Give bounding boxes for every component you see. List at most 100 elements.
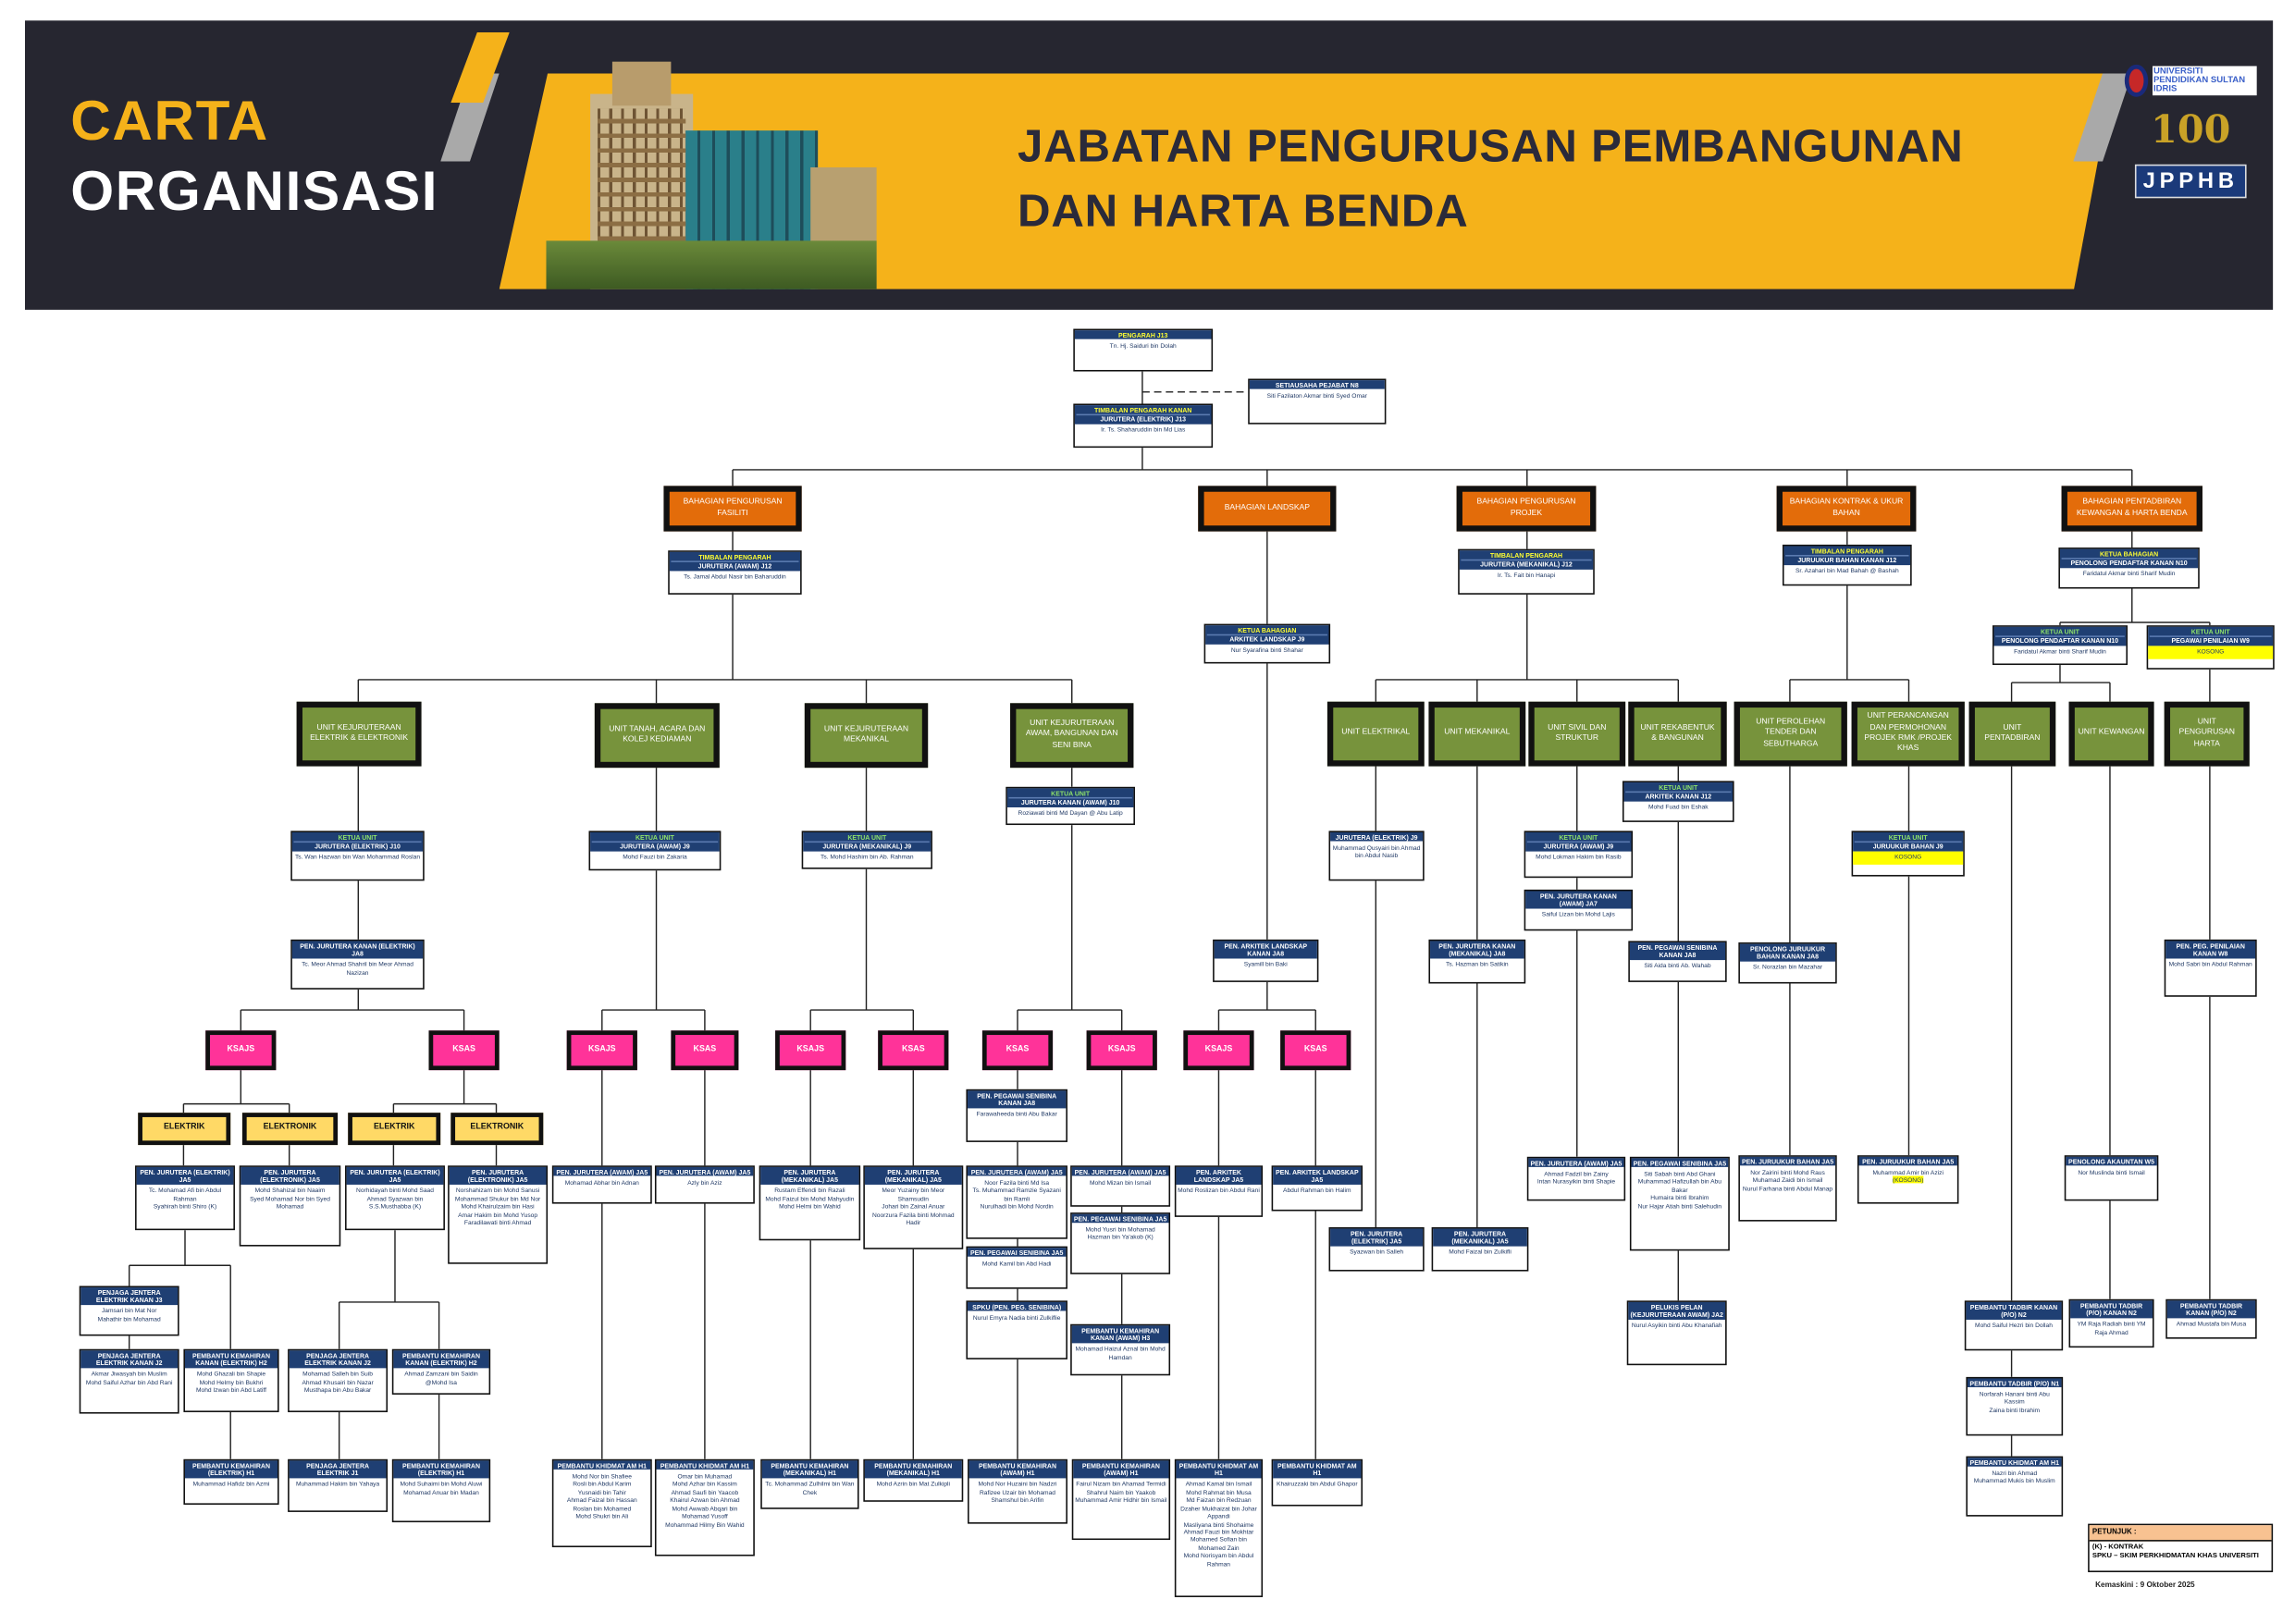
holder-name-line: Mohd Faizul bin Mohd Mahyudin (762, 1195, 858, 1203)
holder-name-line: Tc. Meor Ahmad Shahril bin Meor Ahmad Na… (293, 960, 421, 976)
holder-name: Ahmad Fadzil bin Zainy (1544, 1170, 1609, 1177)
position-title: PEN. JURUTERA (ELEKTRIK) JA5 (1351, 1229, 1403, 1245)
position-title: PEMBANTU KHIDMAT AM H1 (1178, 1461, 1259, 1477)
holder-name-line: Nurulhadi bin Mohd Nordin (969, 1203, 1065, 1212)
position-holders: Ahmad Zamzani bin Saidin @Mohd Isa (393, 1368, 488, 1389)
holder-name: Nur Hajar Atiah binti Salehudin (1637, 1201, 1722, 1210)
holder-name: Zaina binti Ibrahim (1989, 1406, 2041, 1414)
holder-name: Mohamad Haizul Aznal bin Mohd Hamdan (1075, 1345, 1166, 1360)
holder-name-line: Roslan bin Mohamed (555, 1505, 649, 1513)
position-label: KETUA UNIT (804, 833, 930, 843)
position-title: PEN. JURUUKUR BAHAN JA5 (1862, 1157, 1955, 1165)
holder-name-line: Ahmad Fadzil bin Zainy (1530, 1170, 1623, 1178)
holder-name-line: Mohd Norisyam bin Abdul Rahman (1178, 1552, 1260, 1568)
position-header: PEN. JURUTERA (ELEKTRONIK) JA5 (449, 1166, 547, 1185)
holder-name-line: Mohd Ghazali bin Shapie (187, 1370, 277, 1378)
position-holders: Mohd Mizan bin Ismail (1072, 1176, 1169, 1189)
position-title: SETIAUSAHA PEJABAT N8 (1275, 381, 1359, 388)
holder-name: Syahirah binti Shiro (K) (153, 1202, 217, 1211)
holder-name-line: Tc. Mohamad Afi bin Abdul Rahman (138, 1187, 232, 1202)
unit-box-label: UNIT TANAH, ACARA DAN KOLEJ KEDIAMAN (609, 724, 706, 744)
holder-name: Norfarah Hanani binti Abu Kassim (1979, 1390, 2050, 1406)
position-title: JURUTERA (AWAM) J9 (1543, 842, 1614, 850)
position-header: PEN. JURUTERA (AWAM) JA5 (968, 1166, 1067, 1177)
holder-name: Faridatul Akmar binti Sharif Mudin (2014, 647, 2106, 656)
section-box: KSAS (671, 1030, 739, 1071)
holder-name-line: Rosli bin Abdul Karim (555, 1481, 649, 1489)
holder-name-line: Nur Hajar Atiah binti Salehudin (1633, 1202, 1727, 1211)
holder-name: Tn. Hj. Saiduri bin Dolah (1109, 341, 1177, 350)
holder-name-line: Saiful Lizan bin Mohd Lajis (1527, 911, 1630, 919)
section-box: KSAJS (566, 1030, 637, 1071)
holder-name: Nurul Asyikin binti Abu Khanafiah (1631, 1321, 1722, 1329)
holder-name: Hazman bin Ya'akob (K) (1087, 1234, 1154, 1241)
position-holders: Syamill bin Baki (1215, 958, 1317, 971)
position-header: PEN. PEGAWAI SENIBINA KANAN JA8 (968, 1090, 1067, 1109)
position-header: PEMBANTU KEMAHIRAN (MEKANIKAL) H1 (761, 1460, 858, 1479)
vacant-label: (KOSONG) (1892, 1176, 1924, 1185)
holder-name-line: Muhammad Amir bin Azizi (1860, 1168, 1956, 1176)
unit-box-label: UNIT SIVIL DAN STRUKTUR (1548, 723, 1607, 744)
position-title: PEMBANTU KHIDMAT AM H1 (557, 1461, 647, 1470)
holder-name: Muhammad Mukis bin Muslim (1973, 1477, 2055, 1485)
holder-name: Abdul Rahman bin Halim (1283, 1186, 1351, 1194)
position-holders: Farawaheeda binti Abu Bakar (968, 1108, 1066, 1121)
unit-box-label: UNIT PEROLEHAN TENDER DAN SEBUTHARGA (1756, 718, 1826, 748)
section-box: KSAS (878, 1030, 949, 1071)
holder-name: Jamsari bin Mat Nor (101, 1307, 157, 1315)
holder-name-line: Zaina binti Ibrahim (1969, 1406, 2060, 1414)
holder-name-line: KOSONG (1855, 854, 1962, 862)
holder-name: Nazri bin Ahmad (1992, 1469, 2038, 1477)
position-holders: Siti Fazilaton Akmar binti Syed Omar (1250, 389, 1385, 402)
holder-name: Azly bin Aziz (687, 1178, 722, 1187)
legend-item: (K) - KONTRAK (2091, 1544, 2144, 1552)
holder-name-line: Nor Muslinda binti Ismail (2067, 1168, 2155, 1176)
position-header: PEMBANTU KEMAHIRAN (ELEKTRIK) H1 (184, 1460, 278, 1479)
division-box-label: BAHAGIAN PENGURUSAN PROJEK (1476, 498, 1576, 518)
holder-name-line: Akmar Jiwasyah bin Muslim (82, 1370, 177, 1378)
holder-name-line: Ahmad Fauzi bin Mokhtar (1178, 1528, 1260, 1536)
holder-name-line: Syahirah binti Shiro (K) (138, 1202, 232, 1211)
section-box-label: KSAS (1303, 1044, 1327, 1054)
section-box: KSAJS (1183, 1030, 1254, 1071)
holder-name: Mohd Sabri bin Abdul Rahman (2168, 960, 2252, 968)
section-box: KSAJS (205, 1030, 277, 1071)
position-header: PEN. JURUTERA (MEKANIKAL) JA5 (1433, 1228, 1527, 1247)
unit-box: UNIT PERANCANGAN DAN PERMOHONAN PROJEK R… (1851, 701, 1965, 767)
holder-name-line: Humaira binti Ibrahim (1633, 1194, 1727, 1202)
holder-name-line: Amar Hakim bin Mohd Yusop (450, 1211, 545, 1219)
holder-name-line: Abdul Rahman bin Halim (1275, 1187, 1360, 1195)
holder-name-line: Mohd Nor Huzaini bin Nadzri (970, 1480, 1065, 1488)
position-holders: Ts. Wan Hazwan bin Wan Mohammad Roslan (292, 851, 423, 864)
category-box-label: ELEKTRIK (164, 1123, 205, 1133)
holder-name-line: Mohd Kamil bin Abd Hadi (969, 1260, 1065, 1268)
holder-name: Ahmad Saufi bin Yaacob (671, 1488, 739, 1496)
position-header: PEN. JURUTERA (AWAM) JA5 (656, 1166, 754, 1177)
section-box-label: KSAJS (587, 1044, 616, 1054)
holder-name-line: Sr. Norazlan bin Mazahar (1742, 964, 1834, 972)
holder-name-line: Faridatul Akmar binti Sharif Mudin (1995, 647, 2125, 656)
holder-name-line: Intan Nurasyikin binti Shapie (1530, 1178, 1623, 1187)
position-header: PEN. ARKITEK LANDSKAP JA5 (1176, 1166, 1262, 1185)
holder-name-line: Mohamad Abhar bin Adnan (555, 1179, 649, 1187)
vacant-label: KOSONG (1894, 853, 1922, 861)
holder-name-line: Mohd Izwan bin Abd Latiff (187, 1386, 277, 1395)
holder-name-line: Azly bin Aziz (658, 1179, 752, 1187)
holder-name: Nurulhadi bin Mohd Nordin (980, 1202, 1054, 1211)
holder-name: Mohammad Shukur bin Md Nor (454, 1194, 541, 1202)
